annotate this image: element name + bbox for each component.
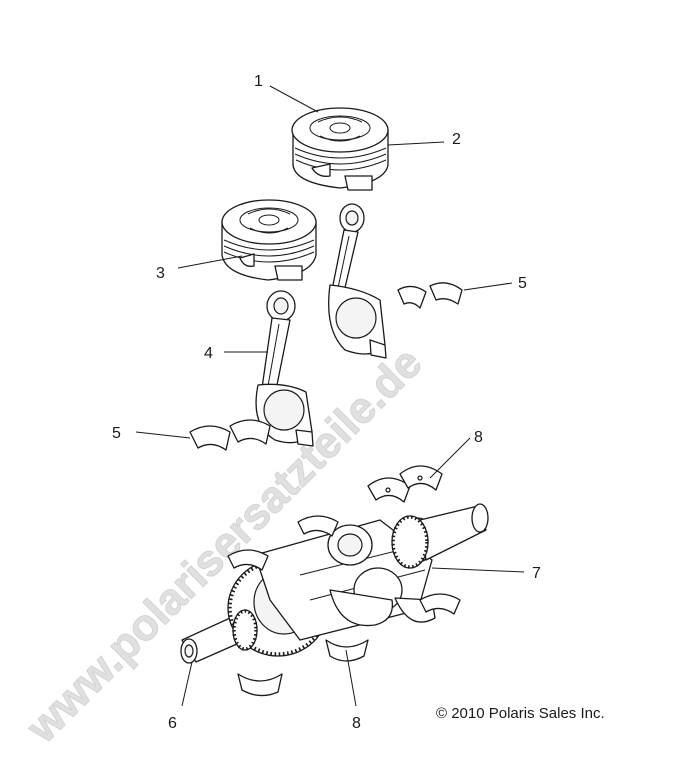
leader-lines	[135, 85, 525, 707]
callout-6: 6	[168, 715, 177, 732]
callout-2: 2	[452, 131, 461, 148]
rod-bearing-upper	[397, 282, 463, 309]
callout-5-upper: 5	[518, 275, 527, 292]
rod-bearing-lower	[189, 419, 271, 451]
callout-5-lower: 5	[112, 425, 121, 442]
callout-1: 1	[254, 73, 263, 90]
main-bearing-upper	[367, 465, 443, 503]
crankshaft	[180, 503, 489, 664]
copyright-notice: © 2010 Polaris Sales Inc.	[436, 705, 605, 722]
callout-8-lower: 8	[352, 715, 361, 732]
piston-1	[291, 107, 389, 191]
callout-7: 7	[532, 565, 541, 582]
callout-4: 4	[204, 345, 213, 362]
main-bearings-installed	[227, 515, 461, 615]
main-bearing-lower	[237, 639, 369, 697]
callout-3: 3	[156, 265, 165, 282]
callout-8-upper: 8	[474, 429, 483, 446]
piston-2	[221, 199, 317, 281]
connecting-rod-upper	[328, 203, 387, 359]
